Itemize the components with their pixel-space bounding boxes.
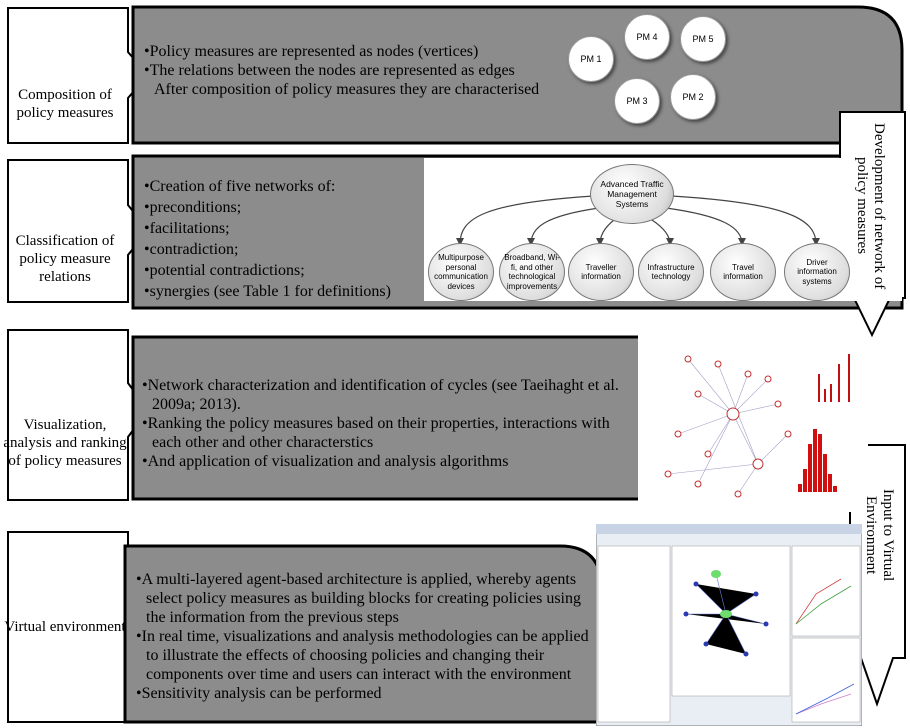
stage-1-label: Composition of policy measures <box>16 87 114 121</box>
network-leaf-node: Multipurpose personal communication devi… <box>428 243 494 301</box>
bullet-item: The relations between the nodes are repr… <box>144 61 574 80</box>
network-leaf-node: Broadband, Wi-fi, and other technologica… <box>499 243 565 301</box>
edge-arrowhead <box>738 238 746 246</box>
bullet-item: Network characterization and identificat… <box>142 376 642 414</box>
network-edges <box>456 195 820 246</box>
network-hub-node: Advanced Traffic Management Systems <box>590 164 674 224</box>
bullet-item: contradiction; <box>144 239 424 260</box>
bullet-item: Ranking the policy measures based on the… <box>142 414 642 452</box>
stage-2-label: Classification of policy measure relatio… <box>15 233 115 285</box>
stage-4-bullets: A multi-layered agent-based architecture… <box>136 570 601 703</box>
bullet-item: Policy measures are represented as nodes… <box>144 42 574 61</box>
stage-1-bullets: Policy measures are represented as nodes… <box>144 42 574 99</box>
bullet-item: facilitations; <box>144 218 424 239</box>
bullet-item: A multi-layered agent-based architecture… <box>136 570 601 627</box>
pm-node-1: PM 1 <box>568 36 614 82</box>
network-visualization-thumbnail <box>638 334 868 512</box>
network-edge <box>459 195 595 245</box>
edge-arrowhead <box>456 238 464 246</box>
network-edge <box>665 207 743 245</box>
stage-3-bullets: Network characterization and identificat… <box>142 376 642 471</box>
bullet-item: potential contradictions; <box>144 260 424 281</box>
stage-4-label: Virtual environment <box>4 619 126 635</box>
network-example: Advanced Traffic Management Systems Mult… <box>424 158 902 301</box>
pm-node-3: PM 3 <box>614 78 660 124</box>
bullet-item: Sensitivity analysis can be performed <box>136 684 601 703</box>
stage-3-label: Visualization, analysis and ranking of p… <box>3 417 127 469</box>
bullet-item: And application of visualization and ana… <box>142 452 642 471</box>
pm-node-4: PM 4 <box>624 14 670 60</box>
network-leaf-node: Driver information systems <box>784 243 850 301</box>
bullet-item: In real time, visualizations and analysi… <box>136 627 601 684</box>
stage-1-arrow <box>7 7 150 144</box>
stage-2-bullets: Creation of five networks of: preconditi… <box>144 176 424 302</box>
development-arrow-label: Development of network of policy measure… <box>854 122 887 290</box>
bullet-item: Creation of five networks of: <box>144 176 424 197</box>
edge-arrowhead <box>812 238 820 246</box>
network-edge <box>671 195 817 245</box>
bullet-continuation: After composition of policy measures the… <box>154 81 540 98</box>
edge-arrowhead <box>596 238 604 246</box>
virtual-environment-screenshot <box>596 524 862 726</box>
network-leaf-node: Traveller information <box>568 243 634 301</box>
pm-node-5: PM 5 <box>680 16 726 62</box>
edge-arrowhead <box>666 238 674 246</box>
network-leaf-node: Infrastructure technology <box>638 243 704 301</box>
stage-3-arrow <box>7 329 150 501</box>
network-leaf-node: Travel information <box>710 243 776 301</box>
network-edge <box>530 207 600 245</box>
pm-node-2: PM 2 <box>670 74 716 120</box>
virtual-env-arrow-label: Input to Virtual Environment <box>863 488 896 582</box>
bullet-item: synergies (see Table 1 for definitions) <box>144 281 424 302</box>
edge-arrowhead <box>527 238 535 246</box>
bullet-item: preconditions; <box>144 197 424 218</box>
